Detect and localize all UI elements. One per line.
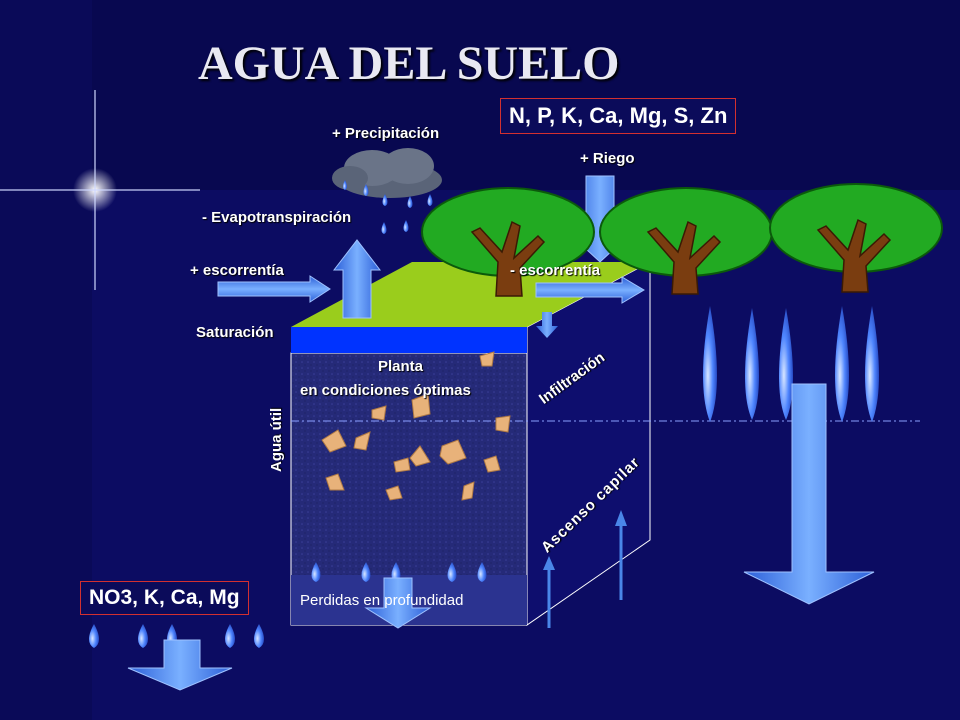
deep-loss-arrow	[364, 577, 432, 629]
nutrients-bottom-box: NO3, K, Ca, Mg	[80, 581, 249, 615]
header-band	[0, 0, 960, 190]
label-planta: Planta	[378, 358, 424, 375]
nutrients-top-box: N, P, K, Ca, Mg, S, Zn	[500, 98, 737, 134]
capillary-arrows	[543, 510, 627, 628]
loss-drops	[311, 562, 487, 582]
infiltration-arrow	[536, 312, 558, 338]
label-escorrentia-minus: - escorrentía	[510, 262, 601, 279]
label-riego: + Riego	[580, 150, 635, 167]
label-perdidas: Perdidas en profundidad	[300, 592, 464, 609]
tree-1	[421, 187, 595, 297]
leaching-arrow	[127, 639, 233, 691]
soil-surface	[291, 262, 650, 327]
evapotranspiration-arrow	[332, 239, 382, 319]
page-title: AGUA DEL SUELO	[198, 37, 620, 90]
label-agua-util: Agua útil	[268, 407, 285, 472]
soil-particles	[321, 351, 511, 501]
label-evapotranspiracion: - Evapotranspiración	[202, 209, 352, 226]
label-escorrentia-plus: + escorrentía	[190, 262, 284, 279]
large-down-arrow	[743, 383, 875, 605]
label-precipitacion: + Precipitación	[332, 125, 440, 142]
label-condiciones: en condiciones óptimas	[300, 382, 471, 399]
saturation-band	[291, 327, 527, 353]
runoff-in-arrow	[217, 275, 331, 303]
tree-3	[769, 183, 943, 293]
runoff-out-arrow	[535, 276, 645, 304]
large-drops	[703, 306, 879, 422]
label-saturacion: Saturación	[196, 324, 274, 341]
left-band	[0, 0, 92, 720]
sparkle-star	[0, 90, 200, 290]
cloud-icon	[332, 148, 442, 198]
